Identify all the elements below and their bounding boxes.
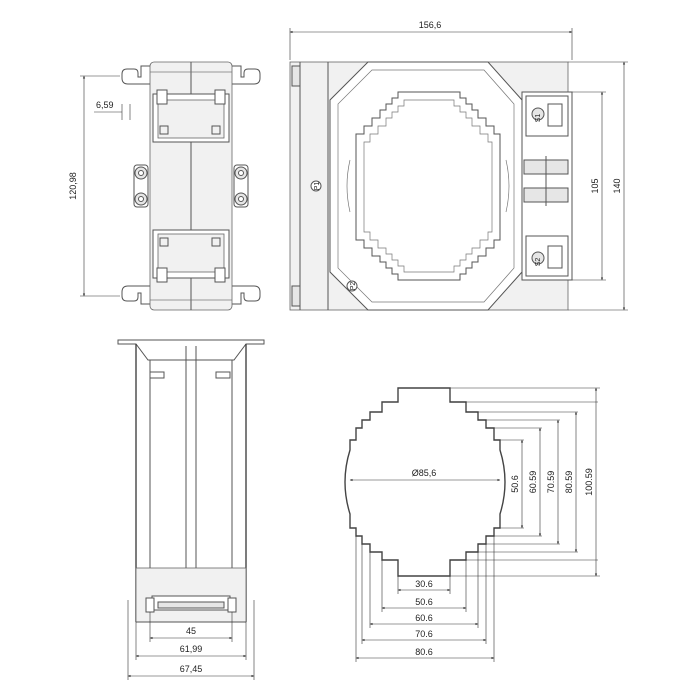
dim-h-60: 60.6 [415, 613, 433, 623]
dim-left-height: 120,98 [68, 172, 78, 200]
dim-h-80: 80.6 [415, 647, 433, 657]
marking-p1: P1 [314, 182, 321, 191]
dim-top-width: 156,6 [419, 20, 442, 30]
dim-bottom-45: 45 [186, 626, 196, 636]
dim-right-height-outer: 140 [612, 178, 622, 193]
side-view: 120,98 6,59 [68, 61, 261, 311]
dim-bracket-offset: 6,59 [96, 100, 114, 110]
dim-v-80: 80.59 [564, 471, 574, 494]
dim-bottom-67: 67,45 [180, 664, 203, 674]
dim-v-70: 70.59 [546, 471, 556, 494]
dim-h-30: 30.6 [415, 579, 433, 589]
front-view: S1 S2 P1 P2 156,6 105 140 [289, 20, 628, 311]
dim-bottom-61: 61,99 [180, 644, 203, 654]
marking-s1: S1 [535, 114, 542, 123]
window-profile: Ø85,6 50.6 60.59 70.59 80.59 100.59 30.6… [344, 387, 600, 662]
marking-s2: S2 [535, 258, 542, 267]
dim-h-50: 50.6 [415, 597, 433, 607]
dim-h-70: 70.6 [415, 629, 433, 639]
dim-v-100: 100.59 [584, 468, 594, 496]
end-view: 45 61,99 67,45 [117, 339, 265, 680]
marking-p2: P2 [350, 282, 357, 291]
dim-right-height-inner: 105 [590, 178, 600, 193]
dim-v-50: 50.6 [510, 475, 520, 493]
dim-v-60: 60.59 [528, 471, 538, 494]
dim-diameter: Ø85,6 [412, 468, 437, 478]
